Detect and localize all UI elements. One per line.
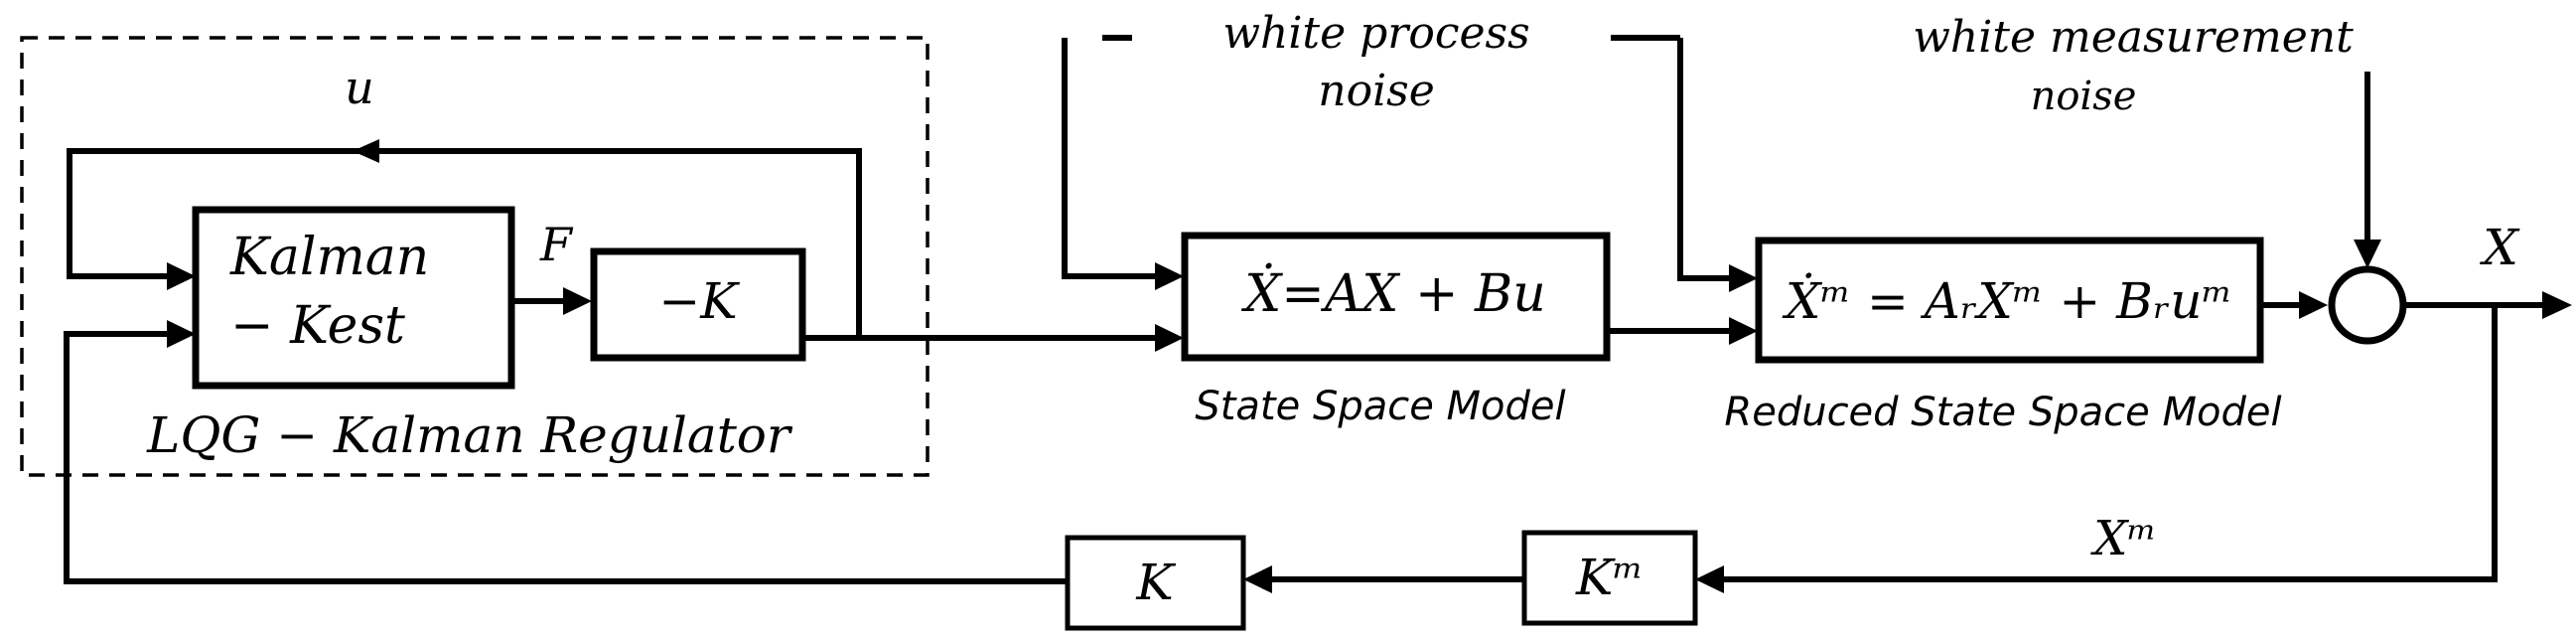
neg-k-label: −K (658, 272, 740, 330)
measured-feedback-wire (1718, 305, 2498, 582)
measurement-noise-arrowhead (2354, 240, 2381, 268)
kalman-input-top-arrowhead (167, 262, 196, 290)
k-feedback-wire (64, 331, 1068, 584)
kalman-block (192, 206, 515, 390)
u-signal-label: u (345, 61, 374, 114)
measured-signal-label: Xᵐ (2089, 511, 2157, 566)
reduced-model-equation: Ẋᵐ = AᵣXᵐ + Bᵣuᵐ (1782, 271, 2232, 330)
process-noise-label-line2: noise (1318, 66, 1435, 116)
summing-junction (2328, 265, 2407, 345)
km-gain-label: Kᵐ (1575, 549, 1644, 606)
regulator-boundary (20, 36, 930, 477)
process-noise-label-line1: white process (1222, 8, 1529, 59)
k-gain-label: K (1135, 554, 1176, 611)
control-arrowhead (1155, 324, 1184, 352)
process-noise-right-arrowhead (1729, 264, 1758, 292)
km-gain-block (1521, 530, 1698, 626)
measurement-noise-label-line2: noise (2031, 74, 2137, 119)
reduced-to-sum-arrowhead (2299, 291, 2328, 319)
output-signal-label: X (2479, 219, 2520, 276)
state-space-equation: Ẋ=AX + Bu (1240, 263, 1546, 324)
process-noise-left-wire (1062, 38, 1162, 279)
state-to-reduced-arrowhead (1729, 317, 1758, 345)
kalman-label-line1: Kalman (229, 228, 429, 287)
state-space-caption: State Space Model (1195, 384, 1565, 429)
km-input-arrowhead (1695, 565, 1724, 593)
f-arrowhead (563, 287, 592, 315)
reduced-model-block (1755, 237, 2264, 364)
neg-k-block (590, 247, 806, 362)
kalman-input-bottom-arrowhead (167, 320, 196, 348)
regulator-label: LQG − Kalman Regulator (146, 406, 793, 464)
process-noise-right-wire (1677, 38, 1736, 281)
u-feedback-wire (67, 148, 862, 338)
state-space-block (1181, 232, 1611, 362)
measurement-noise-label-line1: white measurement (1913, 12, 2354, 63)
k-input-arrowhead (1243, 565, 1272, 593)
u-loop-arrowhead (353, 139, 379, 163)
process-noise-left-arrowhead (1155, 262, 1184, 290)
f-signal-label: F (539, 218, 574, 271)
reduced-model-caption: Reduced State Space Model (1724, 390, 2281, 435)
output-arrowhead (2542, 291, 2572, 319)
kalman-label-line2: − Kest (230, 296, 405, 356)
